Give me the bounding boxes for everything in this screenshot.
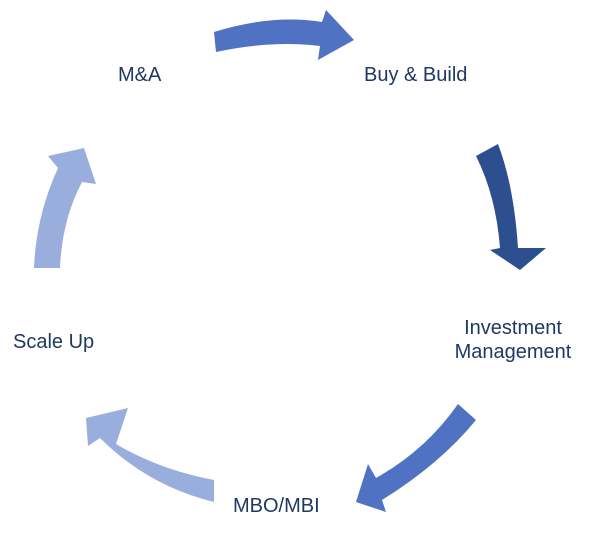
arrow-invest-to-mbo xyxy=(356,404,476,512)
arrow-ma-to-buybuild xyxy=(214,10,354,60)
node-mbo-mbi: MBO/MBI xyxy=(233,495,320,517)
node-ma: M&A xyxy=(118,64,162,86)
arrow-scale-to-ma xyxy=(34,148,96,268)
node-buy-build: Buy & Build xyxy=(364,64,468,86)
arrow-buybuild-to-invest xyxy=(476,144,546,270)
node-investment-management: Investment Management xyxy=(454,317,572,363)
arrow-mbo-to-scale xyxy=(86,408,214,502)
node-scale-up: Scale Up xyxy=(13,331,95,353)
